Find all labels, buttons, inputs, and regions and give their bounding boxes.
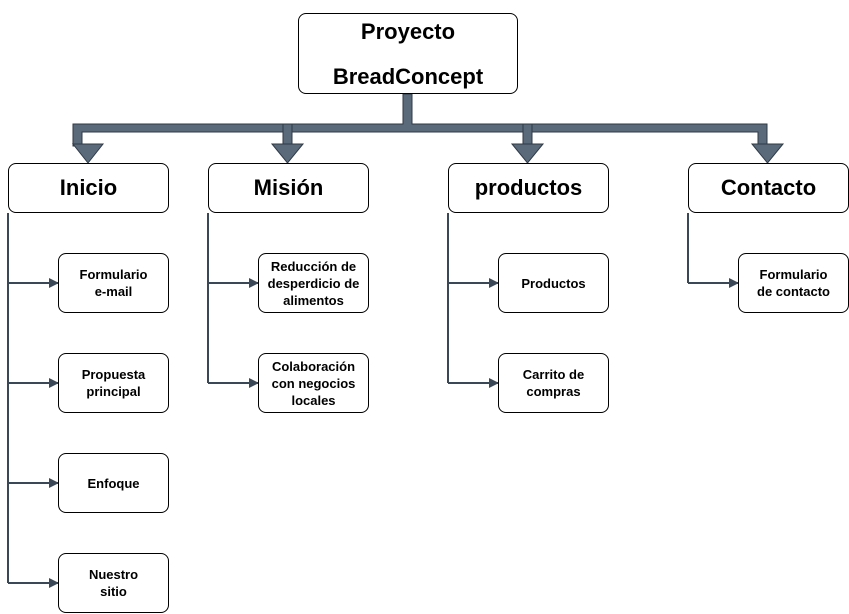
node-label-line: Propuesta xyxy=(81,367,146,382)
node-label-line: sitio xyxy=(100,584,127,599)
node-label-line: Carrito de xyxy=(522,367,585,382)
category-contacto-label: Contacto xyxy=(720,175,817,200)
node-colaboracion-negocios[interactable]: Colaboración con negocios locales xyxy=(258,353,369,413)
arrow-mision xyxy=(270,143,305,164)
node-label-line: Formulario xyxy=(79,267,148,282)
node-label-line: Nuestro xyxy=(88,567,139,582)
root-node[interactable]: Proyecto BreadConcept xyxy=(298,13,518,94)
node-reduccion-desperdicio[interactable]: Reducción de desperdicio de alimentos xyxy=(258,253,369,313)
node-formulario-email[interactable]: Formulario e-mail xyxy=(58,253,169,313)
arrow-productos xyxy=(510,143,545,164)
node-enfoque[interactable]: Enfoque xyxy=(58,453,169,513)
category-inicio-label: Inicio xyxy=(59,175,118,200)
node-label-line: Reducción de xyxy=(270,258,357,274)
node-label-line: locales xyxy=(291,392,336,408)
node-productos[interactable]: Productos xyxy=(498,253,609,313)
branch-mision-stem xyxy=(282,123,293,147)
category-productos[interactable]: productos xyxy=(448,163,609,213)
root-trunk xyxy=(72,93,768,147)
category-mision-label: Misión xyxy=(253,175,324,200)
node-label-line: Colaboración xyxy=(271,358,356,374)
root-connectors xyxy=(71,93,785,164)
node-propuesta-principal[interactable]: Propuesta principal xyxy=(58,353,169,413)
node-carrito-compras[interactable]: Carrito de compras xyxy=(498,353,609,413)
node-label-line: de contacto xyxy=(757,284,830,299)
child-connectors xyxy=(7,213,739,588)
root-title-line1: Proyecto xyxy=(360,18,456,44)
arrow-contacto xyxy=(750,143,785,164)
node-label-line: Productos xyxy=(521,275,586,291)
node-nuestro-sitio[interactable]: Nuestro sitio xyxy=(58,553,169,613)
category-inicio[interactable]: Inicio xyxy=(8,163,169,213)
branch-productos-stem xyxy=(522,123,533,147)
arrow-inicio xyxy=(71,143,105,164)
node-label-line: Enfoque xyxy=(87,475,140,491)
category-mision[interactable]: Misión xyxy=(208,163,369,213)
root-title-line2: BreadConcept xyxy=(332,63,484,89)
node-label-line: e-mail xyxy=(94,284,133,299)
node-label-line: compras xyxy=(526,384,581,399)
node-label-line: Formulario xyxy=(759,267,828,282)
node-label-line: principal xyxy=(86,384,141,399)
node-label-line: con negocios xyxy=(271,375,356,391)
node-label-line: alimentos xyxy=(283,292,344,308)
category-contacto[interactable]: Contacto xyxy=(688,163,849,213)
node-formulario-contacto[interactable]: Formulario de contacto xyxy=(738,253,849,313)
category-productos-label: productos xyxy=(474,175,583,200)
node-label-line: desperdicio de xyxy=(267,275,360,291)
